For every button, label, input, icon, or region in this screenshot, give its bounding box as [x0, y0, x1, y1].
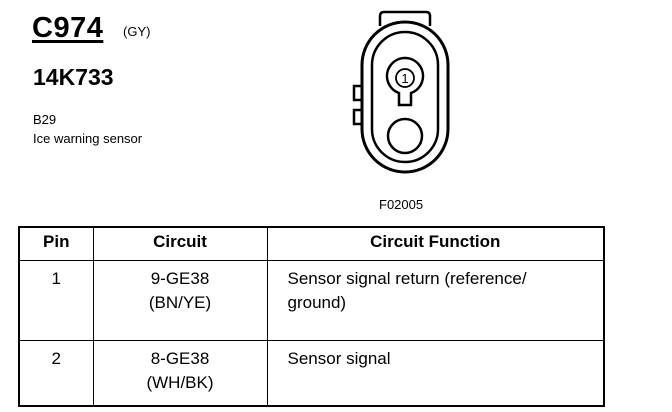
header-circuit: Circuit	[92, 226, 268, 261]
connector-diagram: 1	[352, 10, 450, 174]
circuit-function-line: Sensor signal	[287, 348, 391, 368]
pin-1-marker	[395, 68, 415, 88]
circuit-color: (WH/BK)	[146, 372, 214, 392]
pin-2-cavity	[386, 117, 424, 155]
circuit-function-line: Sensor signal return (reference/	[287, 268, 527, 288]
circuit-cell: 9-GE38 (BN/YE)	[92, 259, 268, 341]
side-tab-lower	[352, 108, 362, 126]
top-latch	[378, 10, 432, 26]
part-number: 14K733	[33, 64, 114, 90]
connector-inner-wall	[370, 30, 440, 164]
pin-1-label: 1	[401, 71, 408, 86]
component-name: Ice warning sensor	[33, 131, 143, 146]
pin-number: 1	[18, 259, 94, 341]
side-tab-upper	[352, 84, 362, 102]
pin-table: Pin Circuit Circuit Function 1 9-GE38 (B…	[18, 226, 605, 407]
location-code: B29	[33, 112, 57, 127]
circuit-id: 9-GE38	[150, 268, 210, 288]
table-row: 2 8-GE38 (WH/BK) Sensor signal	[18, 339, 605, 407]
circuit-function-cell: Sensor signal	[266, 339, 605, 407]
color-code: (GY)	[123, 24, 151, 39]
circuit-color: (BN/YE)	[148, 292, 212, 312]
table-header-row: Pin Circuit Circuit Function	[18, 226, 605, 261]
pin-1-cavity	[385, 56, 425, 107]
connector-housing	[360, 20, 450, 174]
circuit-id: 8-GE38	[150, 348, 210, 368]
header-pin: Pin	[18, 226, 94, 261]
header-circuit-function: Circuit Function	[266, 226, 605, 261]
pin-number: 2	[18, 339, 94, 407]
circuit-cell: 8-GE38 (WH/BK)	[92, 339, 268, 407]
figure-code: F02005	[379, 197, 424, 212]
table-row: 1 9-GE38 (BN/YE) Sensor signal return (r…	[18, 259, 605, 341]
circuit-function-cell: Sensor signal return (reference/ ground)	[266, 259, 605, 341]
circuit-function-line: ground)	[287, 292, 347, 312]
connector-id: C974	[32, 12, 104, 44]
